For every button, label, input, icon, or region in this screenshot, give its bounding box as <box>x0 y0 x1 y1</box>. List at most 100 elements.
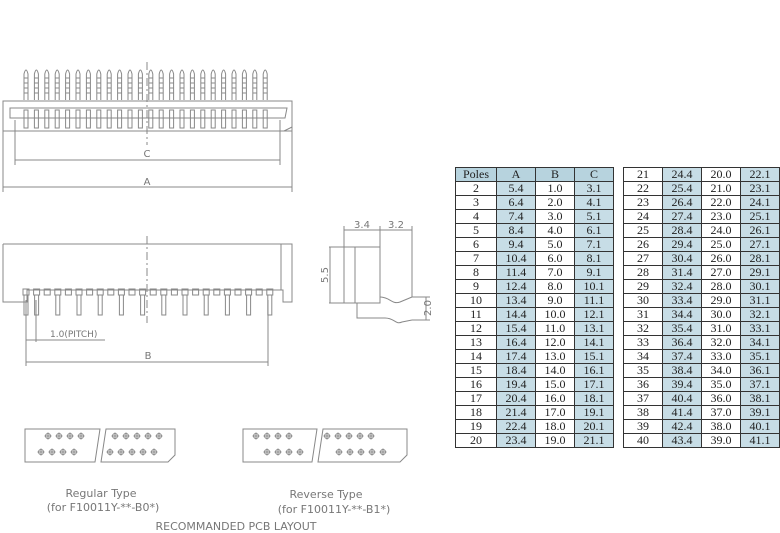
pin <box>65 69 71 129</box>
pin <box>139 288 147 316</box>
pcb-hole <box>334 432 342 440</box>
pin <box>86 288 94 296</box>
cell-poles: 24 <box>623 209 663 224</box>
side-h-label: 5.5 <box>320 267 331 283</box>
pcb-hole <box>263 432 271 440</box>
cell-b: 35.0 <box>701 377 741 392</box>
pcb-hole <box>379 448 387 456</box>
cell-a: 30.4 <box>662 251 702 266</box>
side-w1-label: 3.4 <box>354 220 370 231</box>
pin <box>210 69 216 129</box>
cell-a: 17.4 <box>496 349 536 364</box>
pcb-layout-regular <box>24 428 176 463</box>
cell-poles: 37 <box>623 391 663 406</box>
cell-c: 17.1 <box>574 377 614 392</box>
cell-poles: 29 <box>623 279 663 294</box>
cell-a: 24.4 <box>662 167 702 182</box>
cell-c: 15.1 <box>574 349 614 364</box>
cell-a: 13.4 <box>496 293 536 308</box>
cell-b: 39.0 <box>701 433 741 448</box>
cell-c: 10.1 <box>574 279 614 294</box>
pin <box>44 69 50 129</box>
pin <box>85 69 91 129</box>
pin <box>170 288 178 296</box>
cell-poles: 22 <box>623 181 663 196</box>
pin <box>202 288 210 316</box>
cell-poles: 18 <box>455 405 497 420</box>
pcb-holes <box>37 432 387 456</box>
cell-poles: 17 <box>455 391 497 406</box>
pin <box>169 69 175 129</box>
cell-poles: 4 <box>455 209 497 224</box>
cell-b: 3.0 <box>535 209 575 224</box>
cell-poles: 28 <box>623 265 663 280</box>
cell-b: 23.0 <box>701 209 741 224</box>
cell-a: 6.4 <box>496 195 536 210</box>
cell-c: 14.1 <box>574 335 614 350</box>
pcb-hole <box>144 432 152 440</box>
cell-c: 29.1 <box>740 265 780 280</box>
cell-b: 17.0 <box>535 405 575 420</box>
pcb-hole <box>139 448 147 456</box>
pcb-caption: RECOMMANDED PCB LAYOUT <box>155 520 316 533</box>
cell-a: 36.4 <box>662 335 702 350</box>
cell-a: 26.4 <box>662 195 702 210</box>
cell-c: 11.1 <box>574 293 614 308</box>
cell-poles: 31 <box>623 307 663 322</box>
cell-b: 29.0 <box>701 293 741 308</box>
cell-b: 12.0 <box>535 335 575 350</box>
cell-poles: 40 <box>623 433 663 448</box>
cell-c: 13.1 <box>574 321 614 336</box>
cell-c: 27.1 <box>740 237 780 252</box>
pcb-hole <box>55 432 63 440</box>
pin <box>75 288 83 316</box>
cell-poles: 10 <box>455 293 497 308</box>
cell-a: 38.4 <box>662 363 702 378</box>
cell-b: 6.0 <box>535 251 575 266</box>
pin <box>241 69 247 129</box>
cell-poles: 25 <box>623 223 663 238</box>
cell-poles: 15 <box>455 363 497 378</box>
pin <box>149 288 157 296</box>
cell-b: 2.0 <box>535 195 575 210</box>
top-view-drawing <box>2 62 293 192</box>
cell-poles: 13 <box>455 335 497 350</box>
cell-a: 8.4 <box>496 223 536 238</box>
regular-type-label: Regular Type <box>66 487 137 500</box>
pin <box>106 69 112 129</box>
cell-c: 33.1 <box>740 321 780 336</box>
cell-c: 26.1 <box>740 223 780 238</box>
front-view-drawing <box>2 236 293 366</box>
reverse-type-label: Reverse Type <box>290 488 363 501</box>
cell-b: 32.0 <box>701 335 741 350</box>
cell-b: 36.0 <box>701 391 741 406</box>
cell-poles: 2 <box>455 181 497 196</box>
cell-poles: 20 <box>455 433 497 448</box>
pcb-hole <box>48 448 56 456</box>
cell-poles: 27 <box>623 251 663 266</box>
cell-poles: 7 <box>455 251 497 266</box>
cell-poles: 23 <box>623 195 663 210</box>
cell-c: 38.1 <box>740 391 780 406</box>
cell-c: 16.1 <box>574 363 614 378</box>
cell-b: 27.0 <box>701 265 741 280</box>
cell-b: 4.0 <box>535 223 575 238</box>
cell-a: 18.4 <box>496 363 536 378</box>
pin <box>137 69 143 129</box>
cell-b: 11.0 <box>535 321 575 336</box>
